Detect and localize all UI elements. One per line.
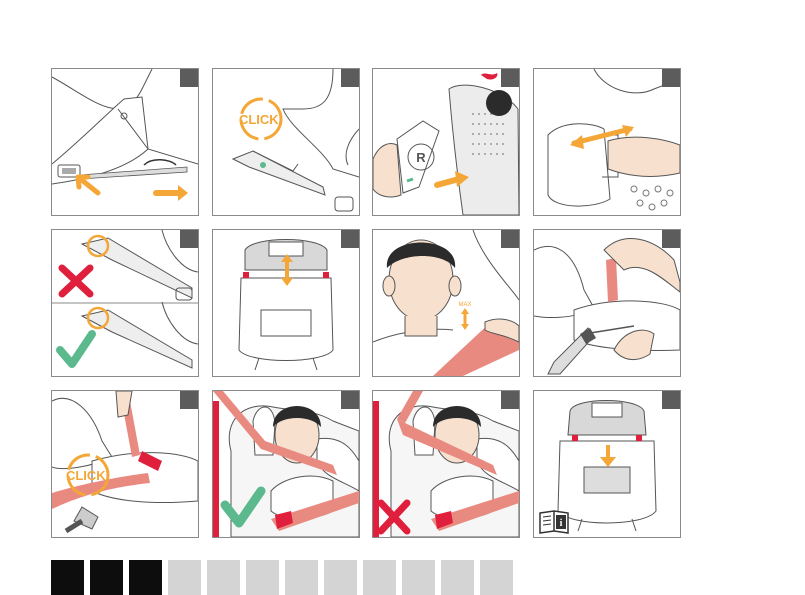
section-tab-3[interactable]	[129, 560, 162, 595]
section-tab-12[interactable]	[480, 560, 513, 595]
manual-icon: i	[540, 511, 568, 533]
step-panel-3: R	[372, 68, 520, 216]
step-corner-marker	[662, 230, 680, 248]
click-label: CLICK!	[239, 112, 283, 127]
section-tab-7[interactable]	[285, 560, 318, 595]
step-12-illustration: i	[534, 391, 680, 537]
step-3-illustration: R	[373, 69, 519, 215]
click-label: CLICK!	[66, 468, 110, 483]
step-corner-marker	[662, 391, 680, 409]
step-corner-marker	[662, 69, 680, 87]
step-corner-marker	[180, 69, 198, 87]
step-corner-marker	[341, 391, 359, 409]
section-tab-9[interactable]	[363, 560, 396, 595]
step-panel-6	[212, 229, 360, 377]
step-corner-marker	[180, 391, 198, 409]
step-corner-marker	[180, 230, 198, 248]
step-2-illustration: CLICK!	[213, 69, 359, 215]
step-corner-marker	[341, 230, 359, 248]
step-panel-5	[51, 229, 199, 377]
step-panel-12: i	[533, 390, 681, 538]
step-8-illustration	[534, 230, 680, 376]
cross-icon	[62, 268, 90, 294]
section-tab-6[interactable]	[246, 560, 279, 595]
max-label: MAX	[458, 302, 471, 308]
step-7-illustration: MAX	[373, 230, 519, 376]
step-10-illustration	[213, 391, 359, 537]
section-tab-11[interactable]	[441, 560, 474, 595]
section-tab-8[interactable]	[324, 560, 357, 595]
step-panel-9: CLICK!	[51, 390, 199, 538]
step-corner-marker	[501, 391, 519, 409]
step-11-illustration	[373, 391, 519, 537]
check-icon	[60, 334, 92, 364]
info-letter: i	[560, 518, 563, 529]
step-panel-7: MAX	[372, 229, 520, 377]
step-corner-marker	[501, 69, 519, 87]
step-panel-1	[51, 68, 199, 216]
step-6-illustration	[213, 230, 359, 376]
step-corner-marker	[341, 69, 359, 87]
section-tab-1[interactable]	[51, 560, 84, 595]
step-4-illustration	[534, 69, 680, 215]
step-5-illustration	[52, 230, 198, 376]
step-panel-11	[372, 390, 520, 538]
step-corner-marker	[501, 230, 519, 248]
section-tab-10[interactable]	[402, 560, 435, 595]
section-tab-4[interactable]	[168, 560, 201, 595]
step-9-illustration: CLICK!	[52, 391, 198, 537]
step-panel-2: CLICK!	[212, 68, 360, 216]
step-panel-4	[533, 68, 681, 216]
isofix-letter: R	[416, 150, 426, 165]
section-tab-5[interactable]	[207, 560, 240, 595]
step-1-illustration	[52, 69, 198, 215]
step-panel-10	[212, 390, 360, 538]
step-panel-8	[533, 229, 681, 377]
section-tab-2[interactable]	[90, 560, 123, 595]
